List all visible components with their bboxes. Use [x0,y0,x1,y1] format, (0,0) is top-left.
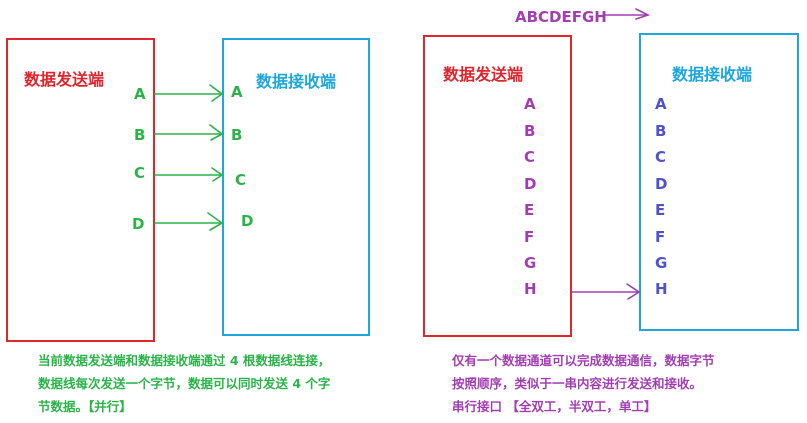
parallel-receiver-box [222,38,370,336]
serial-receiver-letter: C [655,148,667,166]
serial-stream-arrow [602,8,651,20]
parallel-receiver-title: 数据接收端 [256,72,337,91]
serial-stream-label: ABCDEFGH [515,8,607,26]
parallel-sender-letter: A [134,85,146,103]
parallel-caption: 当前数据发送端和数据接收端通过 4 根数据线连接， 数据线每次发送一个字节，数据… [38,349,388,418]
serial-receiver-title: 数据接收端 [672,65,753,84]
caption-line: 仅有一个数据通道可以完成数据通信，数据字节 [452,353,715,368]
serial-sender-letter: H [524,280,537,298]
parallel-sender-letter: B [134,126,146,144]
parallel-line-b [154,124,224,141]
serial-sender-letter: B [524,122,536,140]
parallel-line-d [154,212,224,231]
serial-receiver-letter: D [655,175,668,193]
parallel-sender-title: 数据发送端 [24,70,105,89]
parallel-sender-letter: C [134,164,146,182]
serial-data-line [571,283,641,300]
serial-sender-letter: E [524,201,535,219]
serial-receiver-letter: B [655,122,667,140]
serial-sender-letter: G [524,254,537,272]
parallel-sender-letter: D [132,215,145,233]
caption-line: 节数据。【并行】 [38,399,132,414]
parallel-line-c [154,167,224,182]
serial-sender-letter: F [524,228,535,246]
caption-line: 数据线每次发送一个字节，数据可以同时发送 4 个字 [38,376,331,391]
serial-caption: 仅有一个数据通道可以完成数据通信，数据字节 按照顺序，类似于一串内容进行发送和接… [452,349,792,418]
parallel-receiver-letter: C [235,171,247,189]
serial-sender-title: 数据发送端 [443,65,524,84]
parallel-line-a [154,84,224,102]
serial-receiver-letter: E [655,201,666,219]
serial-receiver-letter: H [655,280,668,298]
serial-sender-box [423,35,572,337]
parallel-sender-box [6,38,155,342]
caption-line: 当前数据发送端和数据接收端通过 4 根数据线连接， [38,353,331,368]
caption-line: 按照顺序，类似于一串内容进行发送和接收。 [452,376,703,391]
serial-receiver-letter: G [655,254,668,272]
parallel-receiver-letter: B [231,126,243,144]
serial-sender-letter: C [524,148,536,166]
serial-receiver-box [639,33,799,331]
serial-receiver-letter: A [655,95,667,113]
serial-sender-letter: D [524,175,537,193]
serial-receiver-letter: F [655,228,666,246]
caption-line: 串行接口 【全双工，半双工，单工】 [452,399,657,414]
parallel-receiver-letter: D [241,212,254,230]
parallel-receiver-letter: A [231,83,243,101]
serial-sender-letter: A [524,95,536,113]
